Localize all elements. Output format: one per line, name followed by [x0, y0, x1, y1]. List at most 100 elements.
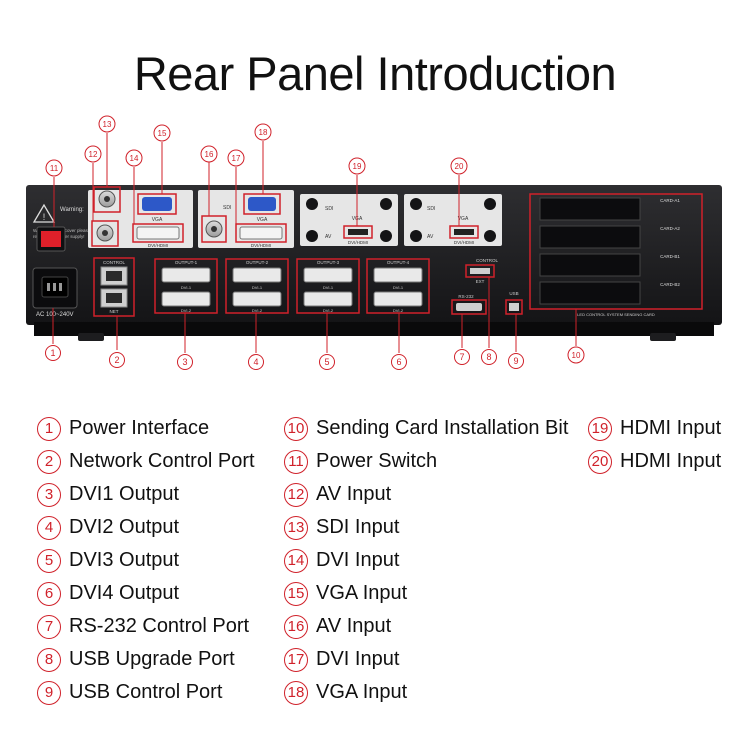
svg-text:DVI-2: DVI-2 [181, 308, 192, 313]
legend-item: 11 Power Switch [284, 445, 568, 478]
dvi-input-2[interactable] [235, 223, 287, 243]
legend-item: 5 DVI3 Output [37, 544, 255, 577]
svg-text:4: 4 [253, 357, 258, 367]
legend-label: Sending Card Installation Bit [316, 417, 569, 439]
svg-text:SDI: SDI [325, 206, 333, 212]
legend-number: 14 [284, 548, 308, 573]
dvi1-output[interactable]: OUTPUT-1 DVI-1 DVI-2 [154, 258, 218, 314]
svg-text:5: 5 [324, 357, 329, 367]
sending-card-installation-bit[interactable] [529, 193, 703, 310]
legend-label: Power Switch [316, 450, 438, 472]
dvi2-output[interactable]: OUTPUT-2 DVI-1 DVI-2 [225, 258, 289, 314]
svg-text:DVI/HDMI: DVI/HDMI [251, 243, 271, 248]
rs232-control-port[interactable] [451, 299, 487, 315]
legend-label: USB Control Port [69, 681, 223, 703]
svg-text:RS-232: RS-232 [458, 294, 474, 299]
power-rating: AC 100~240V [36, 312, 74, 318]
legend-label: AV Input [316, 483, 392, 505]
callout-13: 13 [98, 115, 116, 133]
svg-text:DVI-2: DVI-2 [323, 308, 334, 313]
dvi3-output[interactable]: OUTPUT-3 DVI-1 DVI-2 [296, 258, 360, 314]
legend-label: DVI3 Output [69, 549, 180, 571]
svg-text:19: 19 [353, 162, 362, 171]
hdmi-input-1[interactable] [343, 225, 373, 239]
svg-text:16: 16 [205, 150, 214, 159]
svg-text:CONTROL: CONTROL [103, 260, 125, 265]
svg-text:OUTPUT-3: OUTPUT-3 [317, 260, 340, 265]
svg-text:14: 14 [130, 154, 139, 163]
legend-item: 4 DVI2 Output [37, 511, 255, 544]
callout-10: 10 [567, 346, 585, 364]
legend-label: USB Upgrade Port [69, 648, 235, 670]
legend-number: 8 [37, 647, 61, 672]
svg-text:DVI/HDMI: DVI/HDMI [454, 240, 474, 245]
svg-text:10: 10 [572, 351, 581, 360]
dvi4-output[interactable]: OUTPUT-4 DVI-1 DVI-2 [366, 258, 430, 314]
foot-left [78, 333, 104, 341]
svg-text:OUTPUT-2: OUTPUT-2 [246, 260, 269, 265]
av-input-1[interactable] [91, 220, 119, 247]
svg-text:DVI-1: DVI-1 [393, 285, 404, 290]
svg-text:7: 7 [459, 352, 464, 362]
svg-text:USB: USB [509, 291, 518, 296]
svg-text:DVI-1: DVI-1 [323, 285, 334, 290]
rear-panel-diagram: ! Warning: When open the cover please re… [26, 115, 722, 370]
legend-item: 8 USB Upgrade Port [37, 643, 255, 676]
page-title: Rear Panel Introduction [133, 47, 617, 100]
warning-icon [32, 203, 56, 223]
power-switch-rocker [41, 231, 61, 247]
svg-text:15: 15 [158, 129, 167, 138]
callout-19: 19 [348, 157, 366, 175]
dvi-input-1[interactable] [132, 223, 184, 243]
legend-number: 15 [284, 581, 308, 606]
svg-text:CONTROL: CONTROL [476, 258, 498, 263]
svg-text:OUTPUT-1: OUTPUT-1 [175, 260, 198, 265]
svg-text:LED CONTROL SYSTEM SENDING CAR: LED CONTROL SYSTEM SENDING CARD [577, 312, 655, 317]
callout-9: 9 [508, 353, 524, 369]
legend-label: DVI2 Output [69, 516, 180, 538]
legend-number: 13 [284, 515, 308, 540]
usb-control-port[interactable] [505, 299, 523, 315]
legend-label: Network Control Port [69, 450, 255, 472]
legend-number: 4 [37, 515, 61, 540]
callout-3: 3 [177, 354, 193, 370]
svg-text:6: 6 [396, 357, 401, 367]
callout-5: 5 [319, 354, 335, 370]
input-module-3 [300, 194, 398, 246]
legend-label: VGA Input [316, 582, 408, 604]
legend-number: 11 [284, 449, 308, 474]
callout-17: 17 [227, 149, 245, 167]
vga-input-2[interactable] [243, 193, 281, 215]
chassis-bottom-edge [34, 322, 714, 336]
legend-number: 5 [37, 548, 61, 573]
callout-11: 11 [45, 159, 63, 177]
svg-text:AV: AV [427, 234, 434, 240]
svg-text:DVI/HDMI: DVI/HDMI [348, 240, 368, 245]
usb-upgrade-port[interactable] [465, 264, 495, 278]
callout-8: 8 [481, 349, 497, 365]
svg-text:18: 18 [259, 128, 268, 137]
callout-1: 1 [45, 345, 61, 361]
callout-6: 6 [391, 354, 407, 370]
legend-number: 16 [284, 614, 308, 639]
legend-label: RS-232 Control Port [69, 615, 250, 637]
vga-input-1[interactable] [137, 193, 177, 215]
svg-text:DVI-1: DVI-1 [252, 285, 263, 290]
callout-2: 2 [109, 352, 125, 368]
warning-label: Warning: [60, 207, 84, 213]
legend-label: HDMI Input [620, 417, 722, 439]
hdmi-input-2[interactable] [449, 225, 479, 239]
legend-label: Power Interface [69, 417, 210, 439]
av-input-2[interactable] [201, 215, 227, 243]
network-control-port[interactable] [93, 257, 135, 317]
callout-15: 15 [153, 124, 171, 142]
legend-label: DVI Input [316, 648, 400, 670]
